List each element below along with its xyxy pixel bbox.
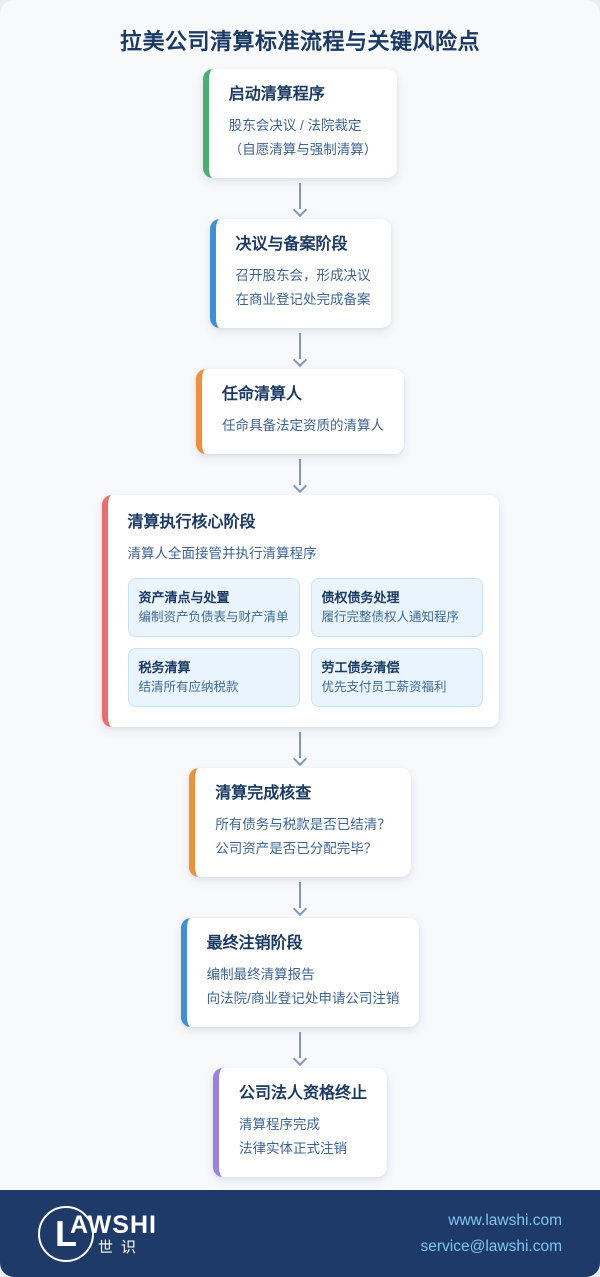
task-card-tax-settlement: 税务清算 结清所有应纳税款 xyxy=(127,648,300,707)
step-card-resolution-filing: 决议与备案阶段 召开股东会，形成决议 在商业登记处完成备案 xyxy=(209,219,391,328)
email-link[interactable]: service@lawshi.com xyxy=(420,1237,563,1255)
task-card-asset-inventory: 资产清点与处置 编制资产负债表与财产清单 xyxy=(127,578,300,637)
flow-arrow-down-icon xyxy=(299,1032,301,1058)
step-card-completion-check: 清算完成核查 所有债务与税款是否已结清？ 公司资产是否已分配完毕？ xyxy=(189,768,411,877)
flowchart: 启动清算程序 股东会决议 / 法院裁定 （自愿清算与强制清算） 决议与备案阶段 … xyxy=(101,69,499,1177)
task-title: 税务清算 xyxy=(138,660,191,675)
step-title: 最终注销阶段 xyxy=(206,935,303,952)
task-card-creditor-debt: 债权债务处理 履行完整债权人通知程序 xyxy=(310,578,483,637)
step-title: 清算完成核查 xyxy=(215,785,312,802)
lawshi-logo: L AWSHI 世识 xyxy=(38,1205,157,1262)
logo-circle-icon: L xyxy=(38,1205,94,1262)
step-line: （自愿清算与强制清算） xyxy=(228,142,378,157)
core-tasks-grid: 资产清点与处置 编制资产负债表与财产清单 债权债务处理 履行完整债权人通知程序 … xyxy=(127,578,483,707)
step-line: 编制最终清算报告 xyxy=(206,967,315,982)
step-card-final-deregistration: 最终注销阶段 编制最终清算报告 向法院/商业登记处申请公司注销 xyxy=(180,918,420,1027)
footer-contact: www.lawshi.com service@lawshi.com xyxy=(421,1208,563,1260)
page-title: 拉美公司清算标准流程与关键风险点 xyxy=(119,29,480,54)
step-card-core-execution-stage: 清算执行核心阶段 清算人全面接管并执行清算程序 资产清点与处置 编制资产负债表与… xyxy=(101,495,499,727)
step-line: 股东会决议 / 法院裁定 xyxy=(228,118,362,133)
step-title: 任命清算人 xyxy=(222,386,303,403)
task-title: 债权债务处理 xyxy=(321,590,400,605)
step-line: 任命具备法定资质的清算人 xyxy=(222,418,384,433)
flow-arrow-down-icon xyxy=(299,459,301,485)
step-card-appoint-liquidator: 任命清算人 任命具备法定资质的清算人 xyxy=(196,369,404,454)
step-card-legal-entity-terminated: 公司法人资格终止 清算程序完成 法律实体正式注销 xyxy=(212,1068,387,1177)
logo-text: AWSHI 世识 xyxy=(70,1212,157,1258)
step-line: 公司资产是否已分配完毕？ xyxy=(215,841,378,856)
flow-arrow-down-icon xyxy=(299,882,301,908)
footer: L AWSHI 世识 www.lawshi.com service@lawshi… xyxy=(0,1190,600,1277)
step-title: 清算执行核心阶段 xyxy=(127,514,256,531)
flow-arrow-down-icon xyxy=(299,732,301,758)
task-desc: 编制资产负债表与财产清单 xyxy=(138,610,289,624)
flow-arrow-down-icon xyxy=(299,183,301,209)
step-line: 清算程序完成 xyxy=(238,1117,320,1132)
step-line: 在商业登记处完成备案 xyxy=(235,292,371,307)
step-subtitle: 清算人全面接管并执行清算程序 xyxy=(127,546,317,561)
step-title: 启动清算程序 xyxy=(228,86,325,103)
logo-letter: L xyxy=(55,1212,77,1254)
logo-brand: AWSHI xyxy=(70,1210,157,1239)
task-title: 资产清点与处置 xyxy=(138,590,230,605)
step-title: 公司法人资格终止 xyxy=(238,1085,367,1102)
step-line: 向法院/商业登记处申请公司注销 xyxy=(206,991,400,1006)
step-line: 召开股东会，形成决议 xyxy=(235,268,371,283)
task-card-labor-debt: 劳工债务清偿 优先支付员工薪资福利 xyxy=(310,648,483,707)
flow-arrow-down-icon xyxy=(299,333,301,359)
step-card-start-liquidation: 启动清算程序 股东会决议 / 法院裁定 （自愿清算与强制清算） xyxy=(202,69,398,178)
task-desc: 结清所有应纳税款 xyxy=(138,680,239,694)
task-title: 劳工债务清偿 xyxy=(321,660,400,675)
task-desc: 履行完整债权人通知程序 xyxy=(321,610,460,624)
step-title: 决议与备案阶段 xyxy=(235,236,348,253)
step-line: 法律实体正式注销 xyxy=(238,1141,347,1156)
logo-brand-chinese: 世识 xyxy=(98,1238,145,1256)
website-link[interactable]: www.lawshi.com xyxy=(448,1211,562,1229)
step-line: 所有债务与税款是否已结清？ xyxy=(215,817,391,832)
task-desc: 优先支付员工薪资福利 xyxy=(321,680,447,694)
